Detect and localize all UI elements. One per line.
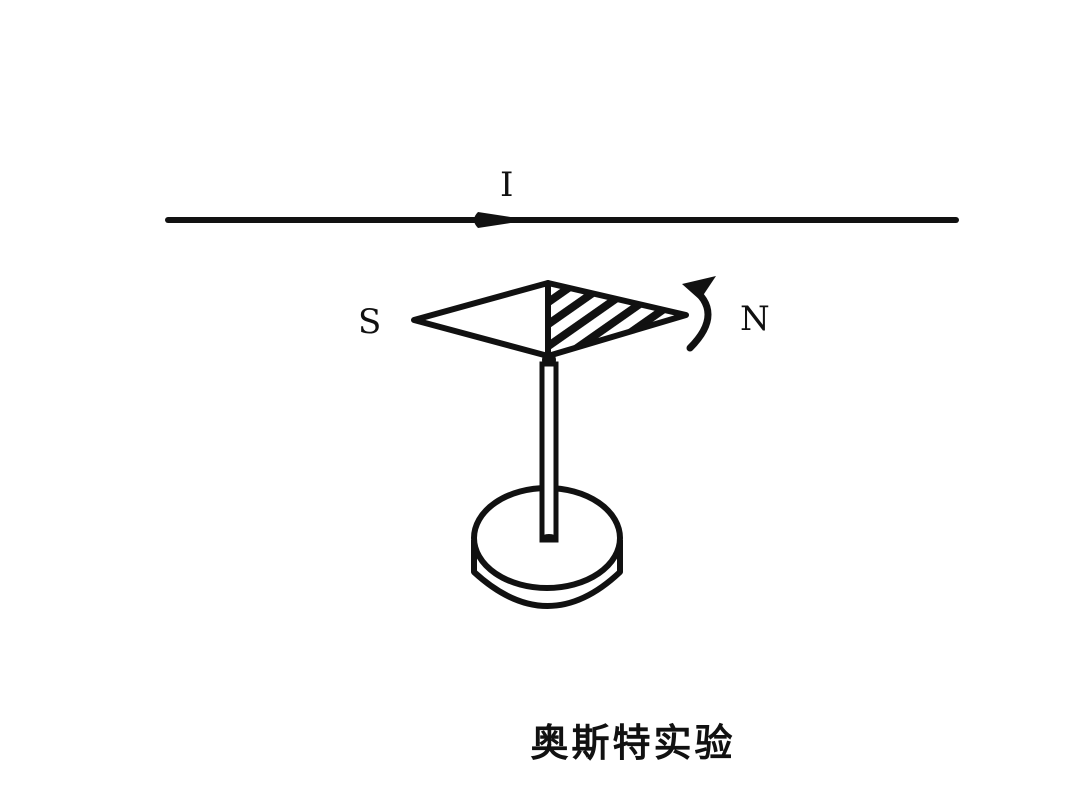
arrow-right-icon [474,212,530,228]
curved-arrow-head [682,276,716,300]
needle-north-half [545,280,689,359]
post-foot [541,534,557,542]
north-label: N [740,299,770,339]
current-label: I [500,165,513,205]
stand-post [539,361,559,543]
diagram-caption: 奥斯特实验 [530,721,736,765]
south-label: S [358,302,381,342]
needle-south-half [411,280,551,359]
